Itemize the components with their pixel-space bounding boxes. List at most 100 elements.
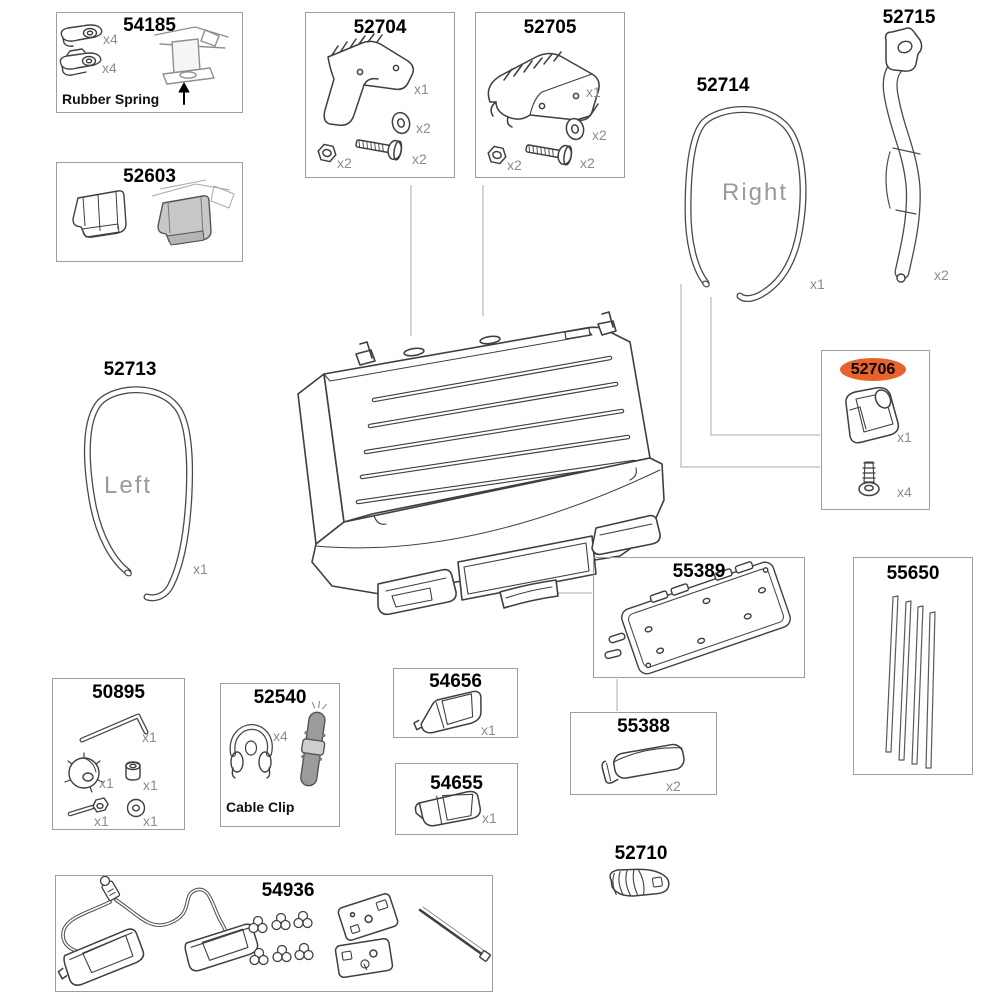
part-number-55389[interactable]: 55389 [672, 561, 726, 582]
arrow-up-icon [179, 83, 189, 104]
qty-label: x1 [586, 84, 601, 100]
trim-strips-drawing [886, 596, 935, 768]
part-box-55389[interactable] [593, 557, 805, 678]
lever-icon [60, 49, 100, 75]
part-number-52706: 52706 [850, 360, 896, 378]
latch-icon [598, 312, 616, 335]
qty-label: x1 [482, 810, 497, 826]
part-box-54656[interactable] [393, 668, 518, 738]
qty-label: x2 [337, 155, 352, 171]
part-number-52713[interactable]: 52713 [103, 359, 157, 380]
lamp-housing [378, 570, 456, 615]
nut-icon [487, 145, 508, 164]
qty-label: x1 [143, 813, 158, 829]
part-box-54936[interactable] [55, 875, 493, 992]
screw-icon [859, 462, 879, 496]
cable-tie-icon [420, 907, 491, 962]
adapter-plate-icon [335, 938, 393, 978]
bracket-outline-icon [73, 191, 126, 237]
housing-54655-drawing [414, 791, 481, 828]
bracket-52603-drawing [73, 180, 234, 245]
qty-label: x2 [666, 778, 681, 794]
part-number-52714[interactable]: 52714 [696, 75, 750, 96]
part-box-54185[interactable] [56, 12, 243, 113]
knob-icon [65, 753, 103, 792]
qty-label: x1 [897, 429, 912, 445]
strap-52715-drawing [886, 28, 922, 282]
latch-icon [356, 342, 375, 365]
qty-label: x2 [580, 155, 595, 171]
washer-icon [128, 800, 145, 817]
clamp-52704-drawing [317, 34, 414, 163]
part-number-54936[interactable]: 54936 [261, 880, 315, 901]
right-side-label: Right [722, 179, 789, 206]
cargo-box-drawing [298, 312, 664, 614]
part-number-52715[interactable]: 52715 [882, 7, 936, 28]
qty-label: x4 [103, 31, 118, 47]
part-number-54185[interactable]: 54185 [123, 15, 176, 36]
washer-icon [390, 111, 412, 135]
cable-clip-caption: Cable Clip [226, 799, 295, 815]
nut-icon [317, 143, 338, 162]
part-number-52705[interactable]: 52705 [523, 17, 577, 38]
part-box-52603[interactable] [56, 162, 243, 262]
bolt-icon [355, 134, 403, 161]
qty-label: x4 [273, 728, 288, 744]
endcap-52706-drawing [846, 387, 898, 495]
part-box-52706[interactable] [821, 350, 930, 510]
light-kit-drawing [53, 874, 491, 989]
qty-label: x2 [416, 120, 431, 136]
strap-left-drawing [87, 390, 189, 598]
part-box-52705[interactable] [475, 12, 625, 178]
bracket-shaded-icon [152, 180, 234, 245]
cover-52705-drawing [487, 52, 600, 165]
handle [500, 580, 558, 608]
lever-icon [61, 25, 101, 46]
part-box-52704[interactable] [305, 12, 455, 178]
part-number-52710[interactable]: 52710 [614, 843, 668, 864]
part-number-50895[interactable]: 50895 [92, 682, 145, 703]
bolt-icon [525, 139, 573, 166]
part-number-55650[interactable]: 55650 [886, 563, 940, 584]
part-number-55388[interactable]: 55388 [617, 716, 670, 737]
adapter-plate-icon [337, 892, 399, 941]
qty-label: x1 [142, 729, 157, 745]
hardware-50895-drawing [65, 716, 146, 817]
lamp-housing [592, 516, 660, 555]
part-box-55388[interactable] [570, 712, 717, 795]
part-box-54655[interactable] [395, 763, 518, 835]
rubber-spring-caption: Rubber Spring [62, 91, 160, 107]
part-number-52603[interactable]: 52603 [123, 166, 176, 187]
qty-label: x1 [810, 276, 825, 292]
plug-icon [98, 874, 121, 901]
qty-label: x4 [897, 484, 912, 500]
washer-icon [564, 117, 586, 141]
qty-label: x1 [143, 777, 158, 793]
qty-label: x1 [94, 813, 109, 829]
knob-52710-drawing [609, 863, 670, 900]
plate-holder-drawing [604, 555, 792, 676]
clip-icon [231, 727, 271, 778]
part-number-52706-highlight[interactable]: 52706 [840, 358, 906, 381]
cable-clip-drawing [231, 700, 330, 787]
qty-label: x2 [934, 267, 949, 283]
part-number-52704[interactable]: 52704 [353, 17, 407, 38]
part-number-54656[interactable]: 54656 [429, 671, 482, 692]
qty-label: x2 [592, 127, 607, 143]
qty-label: x2 [412, 151, 427, 167]
allen-key-icon [82, 716, 146, 740]
part-number-54655[interactable]: 54655 [430, 773, 483, 794]
qty-label: x1 [193, 561, 208, 577]
qty-label: x1 [99, 775, 114, 791]
part-box-50895[interactable] [52, 678, 185, 830]
part-box-52540[interactable] [220, 683, 340, 827]
part-box-55650[interactable] [853, 557, 973, 775]
housing-54656-drawing [411, 691, 485, 735]
part-number-52540[interactable]: 52540 [253, 687, 307, 708]
clips-group [249, 912, 313, 965]
qty-label: x2 [507, 157, 522, 173]
rubber-spring-drawing [60, 25, 228, 104]
tube-section-icon [297, 700, 331, 787]
